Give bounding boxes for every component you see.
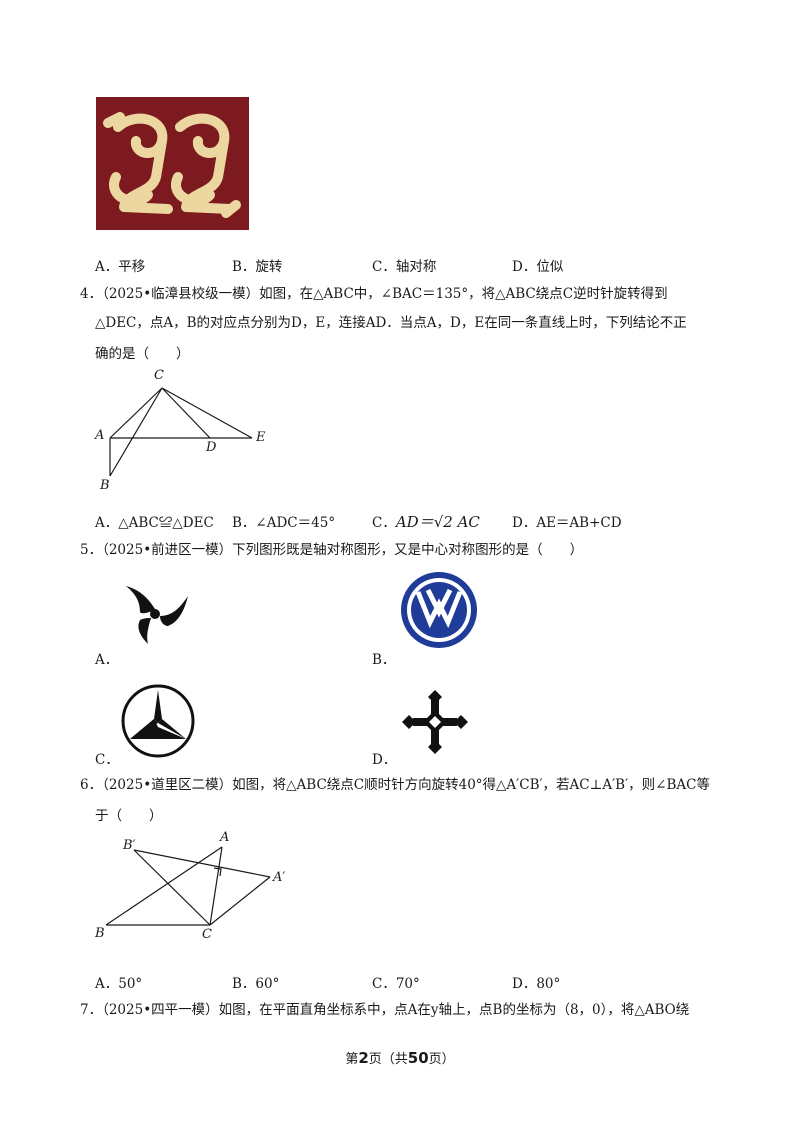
vw-logo-figure (398, 570, 480, 650)
q3-option-b: B．旋转 (232, 259, 283, 275)
q6-option-a: A．50° (95, 976, 143, 992)
q7-line-1: 7．（2025•四平一模）如图，在平面直角坐标系中，点A在y轴上，点B的坐标为（… (80, 1002, 690, 1018)
q3-option-c: C．轴对称 (372, 259, 437, 275)
q4-line-3: 确的是（ ） (95, 346, 190, 362)
page-number: 2 (358, 1049, 369, 1067)
q4-label-a: A (95, 428, 105, 443)
q6-line-2: 于（ ） (95, 808, 163, 824)
q4-line-1: 4．（2025•临漳县校级一模）如图，在△ABC中，∠BAC＝135°，将△AB… (80, 286, 668, 302)
q4-option-d: D．AE＝AB+CD (512, 515, 622, 531)
q3-option-d: D．位似 (512, 259, 564, 275)
q3-option-a: A．平移 (95, 259, 146, 275)
q6-label-a: A (220, 830, 230, 845)
triskelion-figure (118, 578, 192, 648)
page-total: 50 (407, 1049, 429, 1067)
q4-label-d: D (206, 440, 217, 455)
q6-label-b-prime: B′ (123, 838, 136, 853)
mercedes-figure (120, 683, 196, 759)
q4-line-2: △DEC，点A，B的对应点分别为D，E，连接AD．当点A，D，E在同一条直线上时… (95, 315, 687, 331)
q4-option-b: B．∠ADC＝45° (232, 515, 336, 531)
q5-option-d: D． (372, 752, 397, 768)
page-footer: 第2页（共50页） (345, 1049, 455, 1067)
q6-line-1: 6．（2025•道里区二模）如图，将△ABC绕点C顺时针方向旋转40°得△A′C… (80, 777, 710, 793)
q6-option-d: D．80° (512, 976, 561, 992)
q6-option-c: C．70° (372, 976, 420, 992)
q4-label-e: E (256, 430, 266, 445)
q6-option-b: B．60° (232, 976, 280, 992)
pattern-image (96, 97, 249, 230)
q6-triangle-figure: A B′ A′ B C (90, 830, 300, 945)
cross-figure (398, 686, 472, 758)
q5-option-b: B． (372, 652, 396, 668)
q5-option-a: A． (95, 652, 119, 668)
q4-label-b: B (100, 478, 110, 493)
q4-label-c: C (154, 368, 164, 383)
q5-line-1: 5．（2025•前进区一模）下列图形既是轴对称图形，又是中心对称图形的是（ ） (80, 542, 584, 558)
q6-label-a-prime: A′ (273, 870, 286, 885)
q4-triangle-figure: C A D E B (90, 368, 280, 498)
q4-option-a: A．△ABC≌△DEC (95, 515, 214, 531)
q4-option-c: C．AD＝√2 AC (372, 513, 480, 531)
q6-label-b: B (95, 926, 105, 941)
q6-label-c: C (202, 927, 212, 942)
q5-option-c: C． (95, 752, 119, 768)
